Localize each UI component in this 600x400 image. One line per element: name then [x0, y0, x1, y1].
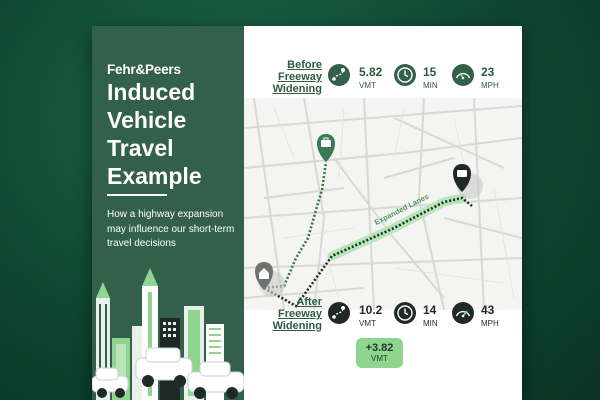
work-pin-icon — [317, 134, 335, 162]
vmt-change-unit: VMT — [371, 354, 388, 363]
after-label-line: Freeway — [277, 308, 322, 320]
car-illustration — [92, 347, 244, 399]
after-route — [263, 196, 473, 308]
before-label: Before Freeway Widening — [264, 59, 322, 95]
clock-icon — [394, 302, 416, 324]
after-time-value: 14 — [423, 303, 437, 317]
before-time-unit: MIN — [423, 81, 438, 90]
store-pin-icon — [453, 164, 483, 199]
subtitle: How a highway expansion may influence ou… — [107, 209, 235, 249]
after-label-line: After — [296, 296, 322, 308]
left-panel: Fehr&Peers Induced Vehicle Travel Exampl… — [92, 26, 244, 400]
after-speed-unit: MPH — [481, 319, 499, 328]
before-label-line: Before — [287, 59, 322, 71]
before-speed-unit: MPH — [481, 81, 499, 90]
title-divider — [107, 194, 167, 196]
before-label-line: Widening — [272, 83, 322, 95]
before-label-line: Freeway — [277, 71, 322, 83]
city-skyline-illustration — [92, 268, 244, 400]
after-time-unit: MIN — [423, 319, 438, 328]
brand-logo: Fehr&Peers — [107, 62, 181, 77]
speedometer-icon — [452, 302, 474, 324]
route-icon — [328, 64, 350, 86]
infographic-card: Fehr&Peers Induced Vehicle Travel Exampl… — [92, 26, 522, 400]
clock-icon — [394, 64, 416, 86]
home-pin-icon — [255, 262, 285, 297]
after-label: After Freeway Widening — [264, 296, 322, 332]
vmt-change-badge: +3.82 VMT — [356, 338, 403, 368]
route-icon — [328, 302, 350, 324]
before-time-value: 15 — [423, 65, 437, 79]
before-vmt-unit: VMT — [359, 81, 376, 90]
vmt-change-value: +3.82 — [365, 342, 394, 354]
speedometer-icon — [452, 64, 474, 86]
route-map: Expanded Lanes — [244, 98, 522, 310]
after-speed-value: 43 — [481, 303, 495, 317]
right-panel: Before Freeway Widening 5.82 VMT 15 MIN … — [244, 26, 522, 400]
after-label-line: Widening — [272, 320, 322, 332]
before-speed-value: 23 — [481, 65, 495, 79]
before-vmt-value: 5.82 — [359, 65, 383, 79]
page-title: Induced Vehicle Travel Example — [107, 79, 202, 189]
after-vmt-unit: VMT — [359, 319, 376, 328]
after-vmt-value: 10.2 — [359, 303, 383, 317]
